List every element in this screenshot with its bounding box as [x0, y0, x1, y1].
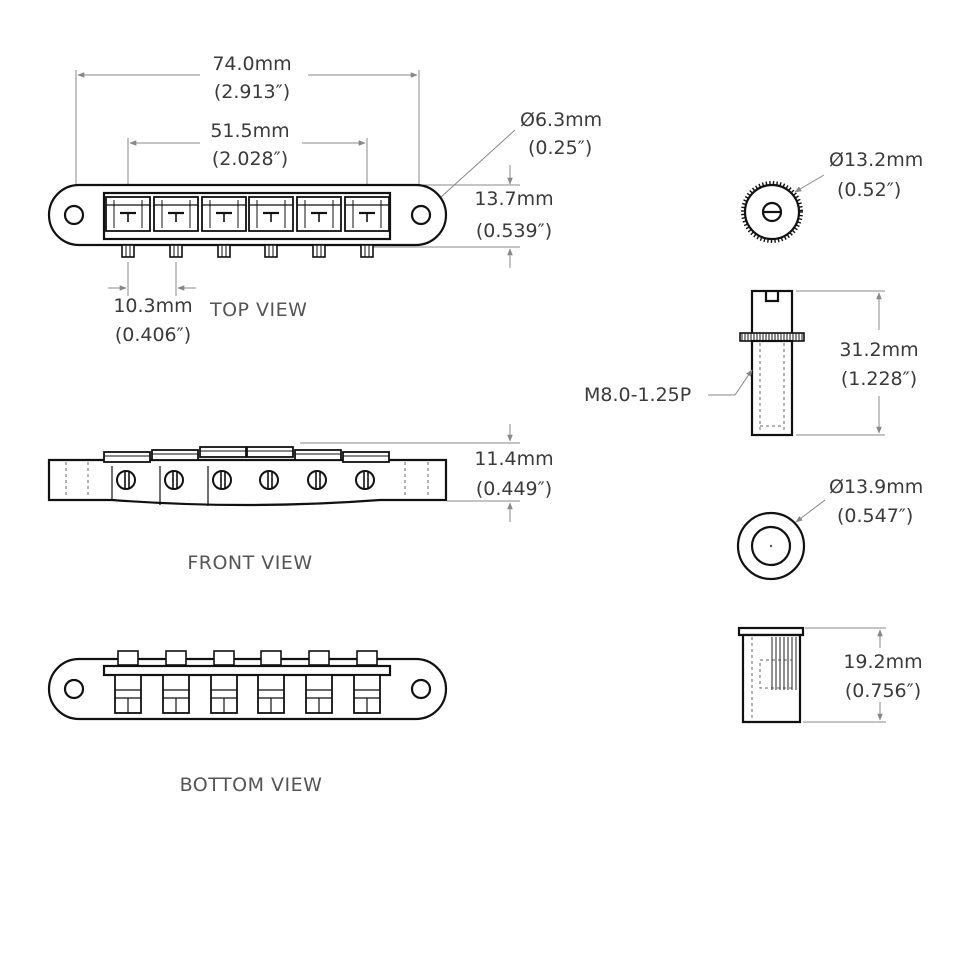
- post-length-mm: 31.2mm: [839, 339, 918, 361]
- bushing-inner: [750, 525, 792, 567]
- bottom-view-right-hole: [410, 678, 432, 700]
- hole-diameter-in: (0.25″): [528, 137, 592, 159]
- hole-diameter-mm: Ø6.3mm: [520, 109, 602, 131]
- post-head: [750, 289, 794, 337]
- front-saddle-top: [151, 449, 199, 461]
- top-view-left-hole: [63, 204, 85, 226]
- post-spacing-in: (2.028″): [212, 148, 288, 170]
- saddle-screw: [212, 470, 232, 490]
- saddle-channel: [102, 191, 392, 241]
- bottom-saddles: [114, 650, 381, 714]
- saddle-screw: [259, 470, 279, 490]
- bushing-diameter-in: (0.547″): [837, 505, 913, 527]
- front-saddle-top: [342, 451, 390, 463]
- top-view: 74.0mm (2.913″) 51.5mm (2.028″) Ø6.3mm (…: [47, 53, 602, 346]
- saddle-screw: [307, 470, 327, 490]
- front-height-mm: 11.4mm: [474, 448, 553, 470]
- top-view-label: TOP VIEW: [209, 299, 307, 321]
- bushing-side-part: 19.2mm (0.756″): [737, 626, 923, 724]
- top-saddles: [105, 196, 390, 258]
- front-saddle-top: [246, 446, 294, 458]
- front-height-in: (0.449″): [476, 478, 552, 500]
- bushing-length-in: (0.756″): [845, 680, 921, 702]
- thumbwheel-screw-head: [761, 201, 783, 223]
- bottom-screw-head: [356, 650, 378, 666]
- front-saddle-top: [199, 446, 247, 458]
- front-view-label: FRONT VIEW: [187, 552, 312, 574]
- bushing-knurl: [771, 637, 797, 690]
- front-view: 11.4mm (0.449″) FRONT VIEW: [47, 424, 554, 574]
- bottom-view-body: [47, 657, 448, 721]
- string-spacing-mm: 10.3mm: [113, 295, 192, 317]
- top-height-mm: 13.7mm: [474, 188, 553, 210]
- bushing-length-mm: 19.2mm: [843, 651, 922, 673]
- post-length-in: (1.228″): [841, 368, 917, 390]
- intonation-screw: [121, 244, 135, 258]
- thumbwheel-part: Ø13.2mm (0.52″): [740, 149, 923, 244]
- thread-spec: M8.0-1.25P: [584, 384, 691, 406]
- saddle-screw: [355, 470, 375, 490]
- post-slot: [764, 291, 780, 303]
- bottom-view-left-hole: [63, 678, 85, 700]
- overall-length-mm: 74.0mm: [212, 53, 291, 75]
- post-collar: [739, 332, 805, 342]
- intonation-screw: [169, 244, 183, 258]
- front-saddle-top: [294, 449, 342, 461]
- saddle-screw: [164, 470, 184, 490]
- post-part: 31.2mm (1.228″) M8.0-1.25P: [584, 289, 919, 437]
- bottom-screw-head: [165, 650, 187, 666]
- bottom-screw-head: [117, 650, 139, 666]
- bottom-view-rail: [102, 664, 392, 677]
- bottom-view-label: BOTTOM VIEW: [180, 774, 323, 796]
- thumbwheel-diameter-mm: Ø13.2mm: [829, 149, 923, 171]
- front-saddle-top: [103, 451, 151, 463]
- thumbwheel-diameter-in: (0.52″): [837, 179, 901, 201]
- intonation-screw: [264, 244, 278, 258]
- post-spacing-mm: 51.5mm: [210, 120, 289, 142]
- overall-length-in: (2.913″): [214, 81, 290, 103]
- bottom-screw-head: [213, 650, 235, 666]
- intonation-screw: [312, 244, 326, 258]
- intonation-screw: [217, 244, 231, 258]
- bottom-view: BOTTOM VIEW: [47, 650, 448, 796]
- top-height-in: (0.539″): [476, 220, 552, 242]
- bottom-screw-head: [308, 650, 330, 666]
- string-spacing-in: (0.406″): [115, 324, 191, 346]
- intonation-screw: [360, 244, 374, 258]
- front-saddles: [103, 446, 390, 506]
- top-view-right-hole: [410, 204, 432, 226]
- saddle-screw: [116, 470, 136, 490]
- front-view-body: [47, 458, 448, 507]
- bushing-ring-part: Ø13.9mm (0.547″): [736, 476, 923, 581]
- bottom-screw-head: [260, 650, 282, 666]
- post-shaft: [750, 339, 794, 437]
- bushing-diameter-mm: Ø13.9mm: [829, 476, 923, 498]
